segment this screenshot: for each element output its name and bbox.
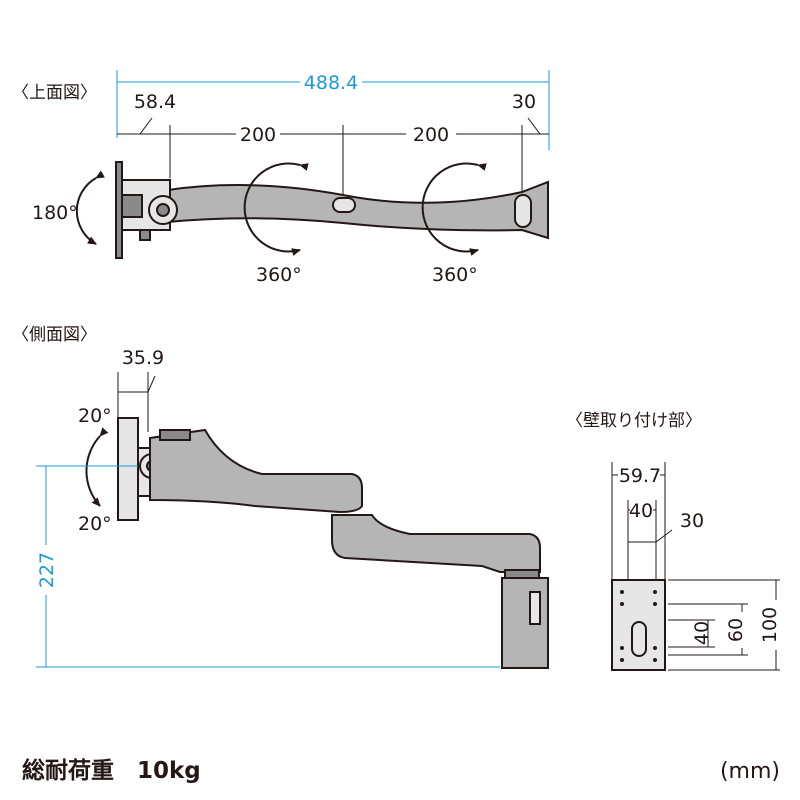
joint2-rotation-value: 360° <box>432 264 478 286</box>
top-view: 〈上面図〉 488.4 58.4 30 200 200 <box>12 70 550 286</box>
total-load-capacity: 総耐荷重 10kg <box>22 757 201 784</box>
side-mount-plate <box>117 417 139 521</box>
arm1-length-value: 200 <box>240 124 276 146</box>
tilt-down-value: 20° <box>78 513 112 535</box>
plate-rotation-value: 180° <box>32 202 78 224</box>
top-view-label: 〈上面図〉 <box>12 83 97 103</box>
total-width-value: 488.4 <box>304 72 358 94</box>
wall-mount-label: 〈壁取り付け部〉 <box>566 411 702 431</box>
side-view-label: 〈側面図〉 <box>12 325 97 345</box>
joint1-rotation-indicator: 360° <box>243 162 309 286</box>
arm-length-dimension: 58.4 30 200 200 <box>117 91 549 210</box>
wall-plate <box>611 579 666 671</box>
arm2-length-value: 200 <box>413 124 449 146</box>
joint1-rotation-value: 360° <box>256 264 302 286</box>
wall-width-inner-value: 30 <box>680 510 704 532</box>
tilt-indicator: 20° 20° <box>78 405 112 535</box>
wall-height-outer-value: 100 <box>759 607 781 643</box>
unit-label: (mm) <box>720 759 780 784</box>
offset-left-value: 58.4 <box>134 91 176 113</box>
wall-height-dimensions: 40 60 100 <box>668 579 781 671</box>
joint2-rotation-indicator: 360° <box>421 162 487 286</box>
side-view: 〈側面図〉 35.9 20° 20° <box>12 325 549 669</box>
top-arm-shape <box>115 161 549 259</box>
wall-mount-view: 〈壁取り付け部〉 59.7 40 30 <box>566 411 781 671</box>
tilt-up-value: 20° <box>78 405 112 427</box>
offset-right-value: 30 <box>512 91 536 113</box>
wall-width-outer-value: 59.7 <box>619 465 661 487</box>
wall-height-mid-value: 60 <box>725 618 747 642</box>
plate-offset-value: 35.9 <box>122 347 164 369</box>
wall-width-mid-value: 40 <box>629 500 653 522</box>
wall-width-dimensions: 59.7 40 30 <box>611 462 704 580</box>
total-width-dimension: 488.4 <box>116 70 550 150</box>
height-value: 227 <box>36 552 58 588</box>
plate-offset-dimension: 35.9 <box>117 347 164 432</box>
height-dimension: 227 <box>36 465 500 668</box>
side-arm-shape <box>117 417 549 669</box>
wall-height-small-value: 40 <box>691 621 713 645</box>
plate-rotation-indicator: 180° <box>32 170 105 245</box>
